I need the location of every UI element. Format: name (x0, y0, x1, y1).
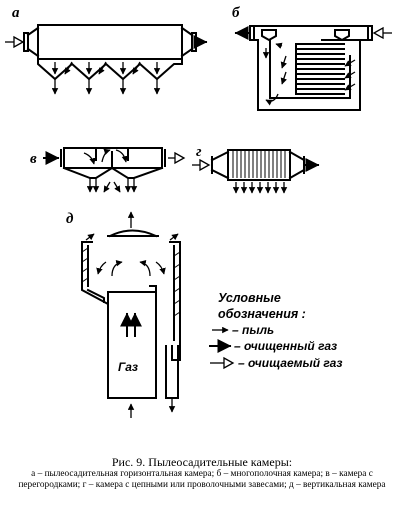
panel-label-g: г (196, 144, 202, 160)
chamber-body (227, 149, 291, 181)
flow-arrows-internal (83, 148, 129, 165)
outlet-arrow-dirty-gas (168, 151, 186, 165)
dust-hoppers (62, 166, 164, 179)
left-flange (249, 25, 255, 41)
figure-caption: Рис. 9. Пылеосадительные камеры: а – пыл… (0, 455, 404, 491)
panel-g-curtain-chamber: г (192, 144, 320, 194)
dust-hoppers (37, 58, 183, 81)
inlet-nozzle (26, 26, 40, 58)
inlet-arrow-dirty-gas (5, 35, 25, 49)
damper-left (261, 29, 277, 42)
panel-label-b: б (232, 5, 240, 21)
left-slope (86, 288, 105, 303)
dust-discharge-arrows (86, 178, 138, 193)
gas-flow-arrows-curved (96, 259, 166, 277)
panel-b-multishelf-chamber: б (232, 5, 392, 111)
inlet-nozzle (210, 150, 230, 180)
top-duct (249, 25, 373, 41)
caption-text: а – пылеосадительная горизонтальная каме… (18, 469, 386, 490)
legend-cleaned-gas: – очищенный газ (209, 339, 337, 353)
chain-curtains (232, 150, 286, 178)
vent-left (85, 233, 95, 241)
outlet-nozzle (180, 26, 194, 58)
panel-label-d: д (66, 211, 74, 227)
legend-dirty-gas-label: – очищаемый газ (238, 356, 342, 370)
outlet-flange (191, 32, 197, 52)
damper-right (334, 29, 350, 42)
vent-right (169, 233, 179, 241)
dust-arrows-internal (51, 61, 161, 75)
legend-dust-label: – пыль (232, 323, 274, 337)
outlet-nozzle (288, 150, 306, 180)
panel-label-v: в (30, 151, 37, 167)
dust-discharge-arrows (51, 79, 161, 95)
legend-dirty-gas: – очищаемый газ (210, 356, 342, 370)
inlet-flange (23, 32, 29, 52)
inlet-arrow-dirty-gas (192, 158, 211, 172)
gas-flow-arrows-up (120, 312, 142, 337)
legend-dust: – пыль (212, 323, 274, 337)
flow-arrows-internal (262, 42, 356, 106)
outer-right-wall (169, 241, 181, 361)
chamber-body (37, 24, 183, 60)
inlet-duct (107, 291, 157, 399)
dirty-gas-arrow-icon (223, 356, 235, 370)
inlet-arrow-dirty-gas (372, 26, 392, 40)
dust-discharge-arrows (232, 182, 288, 194)
top-cap (108, 229, 158, 238)
horizontal-shelves (295, 43, 345, 95)
right-flange (367, 25, 373, 41)
legend: Условные обозначения : – пыль – очищенны… (209, 291, 342, 370)
panel-a-horizontal-chamber: а (5, 5, 208, 95)
right-wall-hatch (173, 251, 181, 317)
gas-label: Газ (118, 360, 138, 374)
legend-cleaned-gas-label: – очищенный газ (234, 339, 337, 353)
outer-left-wall (81, 241, 157, 399)
panel-d-vertical-chamber: д (66, 211, 181, 418)
legend-title-line1: Условные (218, 291, 281, 305)
panel-v-baffle-chamber: в (30, 147, 186, 193)
legend-title-line2: обозначения : (218, 307, 306, 321)
caption-title: Рис. 9. Пылеосадительные камеры: (111, 455, 293, 469)
panel-label-a: а (12, 5, 20, 21)
left-wall-hatch (81, 247, 89, 283)
